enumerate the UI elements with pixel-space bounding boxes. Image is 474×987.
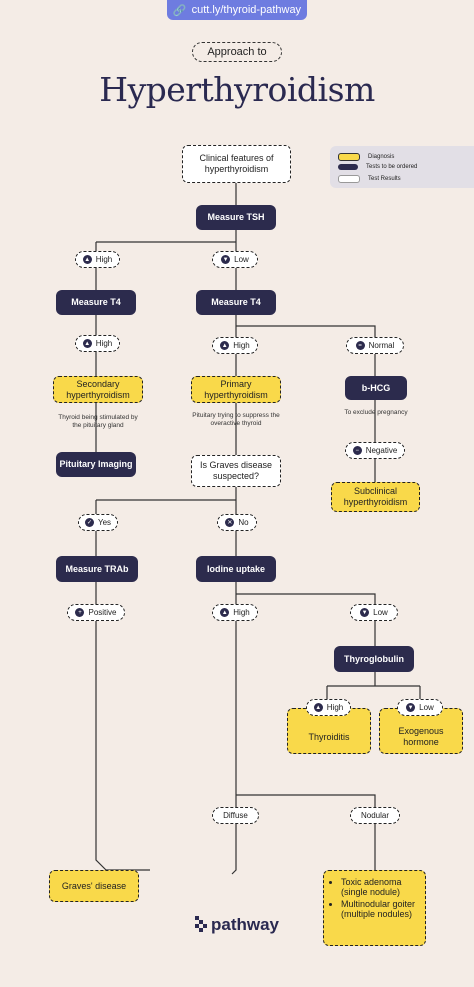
thyroglobulin-node: Thyroglobulin — [334, 646, 414, 672]
no-pill: ✕No — [217, 514, 257, 531]
legend-tests: Tests to be ordered — [338, 164, 417, 170]
primary-note: Pituitary trying to suppress the overact… — [192, 412, 280, 427]
iodine-uptake-node: Iodine uptake — [196, 556, 276, 582]
cross-icon: ✕ — [225, 518, 235, 527]
toxic-adenoma-item: Toxic adenoma (single nodule) — [341, 877, 419, 897]
subtitle: Approach to — [192, 42, 282, 62]
pathway-logo: pathway — [195, 913, 285, 937]
iodine-high-pill: ▲High — [212, 604, 258, 621]
positive-pill: +Positive — [67, 604, 125, 621]
pituitary-imaging-node: Pituitary Imaging — [56, 452, 136, 477]
clinical-features-node: Clinical features of hyperthyroidism — [182, 145, 291, 183]
measure-t4-right-node: Measure T4 — [196, 290, 276, 315]
logo-text: pathway — [211, 915, 280, 934]
minus-icon: − — [352, 446, 362, 455]
right-high-pill: ▲High — [212, 337, 258, 354]
iodine-low-pill: ▼Low — [350, 604, 398, 621]
primary-hyperthyroidism-node: Primary hyperthyroidism — [191, 376, 281, 403]
arrow-up-icon: ▲ — [82, 339, 92, 348]
measure-tsh-node: Measure TSH — [196, 205, 276, 230]
legend: Diagnosis Tests to be ordered Test Resul… — [330, 146, 474, 188]
url-banner[interactable]: 🔗 cutt.ly/thyroid-pathway — [167, 0, 307, 20]
arrow-up-icon: ▲ — [220, 608, 230, 617]
measure-t4-left-node: Measure T4 — [56, 290, 136, 315]
plus-icon: + — [75, 608, 85, 617]
exogenous-hormone-node: Exogenous hormone — [379, 708, 463, 754]
yes-pill: ✓Yes — [78, 514, 118, 531]
bhcg-node: b-HCG — [345, 376, 407, 400]
link-icon: 🔗 — [172, 4, 187, 17]
graves-suspected-node: Is Graves disease suspected? — [191, 455, 281, 487]
multinodular-goiter-item: Multinodular goiter (multiple nodules) — [341, 899, 419, 919]
secondary-note: Thyroid being stimulated by the pituitar… — [58, 414, 138, 429]
tsh-low-pill: ▼Low — [212, 251, 258, 268]
subclinical-hyperthyroidism-node: Subclinical hyperthyroidism — [331, 482, 420, 512]
thyroglobulin-low-pill: ▼Low — [397, 699, 443, 716]
arrow-down-icon: ▼ — [221, 255, 231, 264]
arrow-up-icon: ▲ — [313, 703, 323, 712]
thyroglobulin-high-pill: ▲High — [306, 699, 351, 716]
nodular-diagnosis-node: Toxic adenoma (single nodule) Multinodul… — [323, 870, 426, 946]
url-text: cutt.ly/thyroid-pathway — [191, 4, 302, 16]
diffuse-pill: Diffuse — [212, 807, 259, 824]
arrow-down-icon: ▼ — [360, 608, 370, 617]
legend-diagnosis: Diagnosis — [338, 153, 394, 161]
check-icon: ✓ — [84, 518, 94, 527]
arrow-down-icon: ▼ — [406, 703, 416, 712]
secondary-hyperthyroidism-node: Secondary hyperthyroidism — [53, 376, 143, 403]
arrow-up-icon: ▲ — [220, 341, 230, 350]
left-high-pill: ▲High — [75, 335, 120, 352]
legend-results: Test Results — [338, 175, 401, 183]
negative-pill: −Negative — [345, 442, 405, 459]
equal-icon: = — [355, 341, 365, 350]
measure-trab-node: Measure TRAb — [56, 556, 138, 582]
bhcg-note: To exclude pregnancy — [344, 409, 408, 416]
page-title: Hyperthyroidism — [99, 70, 375, 109]
tsh-high-pill: ▲High — [75, 251, 120, 268]
right-normal-pill: =Normal — [346, 337, 404, 354]
graves-disease-node: Graves' disease — [49, 870, 139, 902]
pathway-logo-icon — [195, 916, 207, 932]
nodular-pill: Nodular — [350, 807, 400, 824]
arrow-up-icon: ▲ — [82, 255, 92, 264]
